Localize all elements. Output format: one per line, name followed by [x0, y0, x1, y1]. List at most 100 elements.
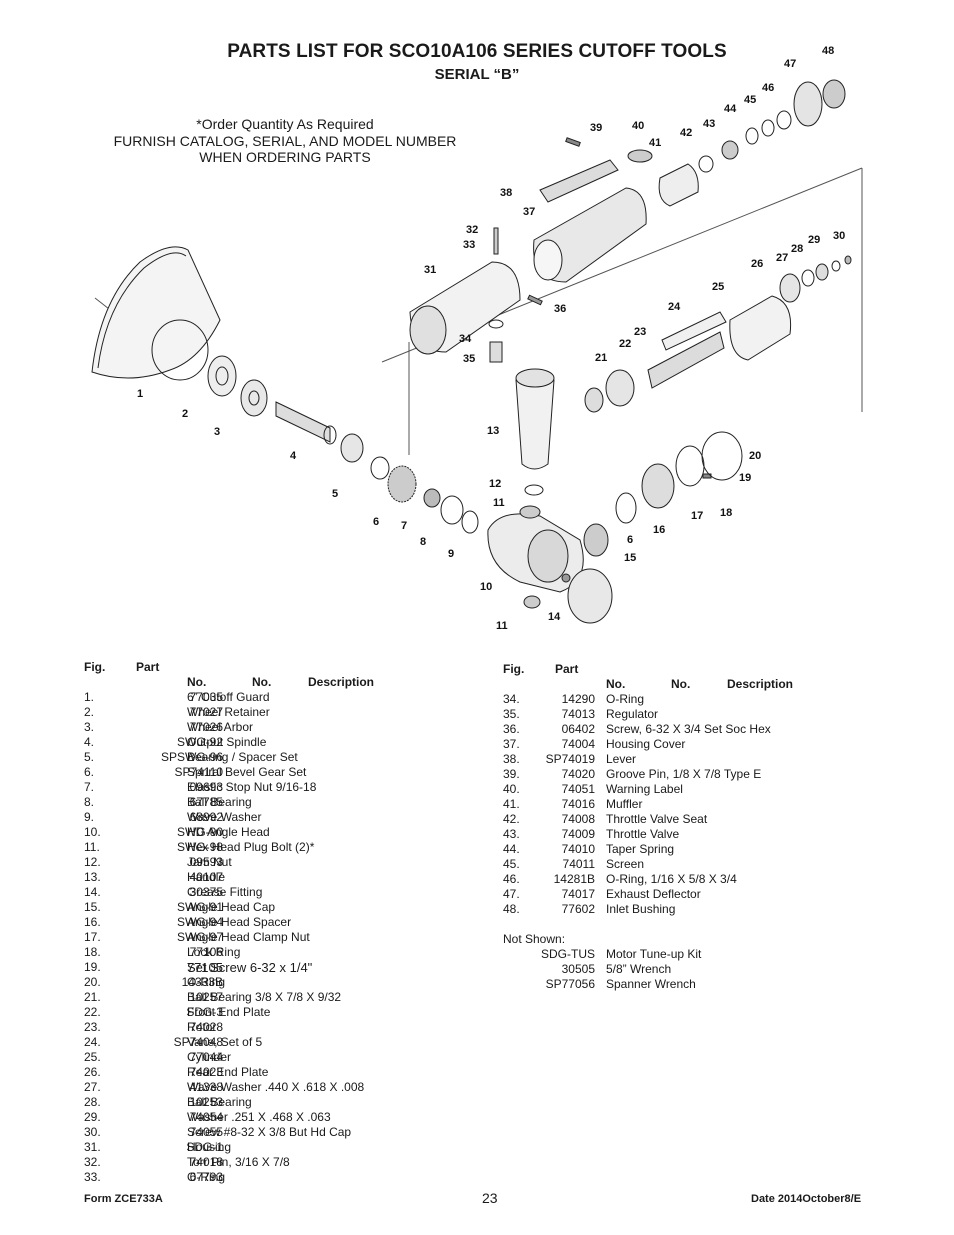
fig-number: 37.	[503, 737, 520, 751]
callout-label: 28	[791, 243, 803, 255]
wave-washer-shape	[801, 269, 815, 287]
part-description: Screw #8-32 X 3/8 But Hd Cap	[187, 1125, 352, 1139]
part-number: 77027	[189, 705, 223, 719]
callout-label: 41	[649, 137, 661, 149]
callout-label: 19	[739, 472, 751, 484]
callout-label: 14	[548, 611, 561, 623]
part-number: SP74048	[173, 1035, 223, 1049]
fig-number: 16.	[84, 915, 101, 929]
part-description: Ball Bearing	[187, 795, 252, 809]
fig-number: 23.	[84, 1020, 101, 1034]
part-number: 74055	[189, 1125, 223, 1139]
fig-number: 47.	[503, 887, 520, 901]
note-line: WHEN ORDERING PARTS	[199, 149, 371, 165]
header-fig: Fig.	[503, 662, 525, 676]
fig-number: 32.	[84, 1155, 101, 1169]
fig-number: 31.	[84, 1140, 101, 1154]
o-ring-shape	[488, 319, 504, 329]
fig-number: 3.	[84, 720, 95, 734]
bevel-gear-shape	[583, 523, 609, 557]
part-description: O-Ring	[606, 692, 645, 706]
spacer-shape	[370, 456, 390, 480]
part-description: Wave Washer	[187, 810, 262, 824]
cutoff-guard-shape	[91, 246, 221, 379]
part-number: 77105	[186, 960, 223, 975]
fig-number: 4.	[84, 735, 95, 749]
jam-nut-shape	[524, 484, 544, 496]
part-description: Angle Head Clamp Nut	[187, 930, 310, 944]
callout-label: 37	[523, 206, 535, 218]
header-no: No.	[606, 677, 626, 691]
part-number: 14333B	[181, 975, 223, 989]
part-description: Rear End Plate	[187, 1065, 269, 1079]
part-description: Throttle Valve	[606, 827, 680, 841]
part-number: 74008	[561, 812, 595, 826]
ball-bearing-shape	[440, 495, 464, 525]
lock-ring-shape	[675, 445, 705, 487]
fig-number: 26.	[84, 1065, 101, 1079]
callout-label: 43	[703, 118, 715, 130]
fig-number: 34.	[503, 692, 520, 706]
front-end-plate-shape	[605, 369, 635, 407]
part-description: Output Spindle	[187, 735, 267, 749]
vane-shape	[661, 311, 727, 351]
part-number: SDG-3	[186, 1005, 223, 1019]
part-number: 74020	[561, 767, 595, 781]
part-description: Wave Washer .440 X .618 X .008	[187, 1080, 365, 1094]
housing-cover-opening	[533, 239, 563, 281]
fig-number: 38.	[503, 752, 520, 766]
callout-label: 48	[822, 45, 834, 57]
part-number: SWG-97	[176, 930, 223, 944]
part-description: Jam Nut	[187, 855, 232, 869]
callout-label: 11	[496, 620, 508, 632]
part-description: Torr Pin, 3/16 X 7/8	[187, 1155, 290, 1169]
part-number: 41338	[189, 1080, 223, 1094]
part-number: 09693	[189, 780, 223, 794]
callout-label: 21	[595, 352, 607, 364]
header-no: No.	[671, 677, 691, 691]
groove-pin-shape	[565, 137, 581, 147]
callout-label: 35	[463, 353, 475, 365]
part-description: O-Ring, 1/16 X 5/8 X 3/4	[606, 872, 737, 886]
callout-label: 46	[762, 82, 774, 94]
cap-screw-shape	[844, 255, 852, 265]
front-bearing-shape	[584, 387, 604, 413]
wheel-arbor-shape	[240, 379, 268, 417]
part-description: 5/8” Wrench	[606, 962, 672, 976]
bevel-gear-shape	[387, 465, 417, 503]
screen-shape	[761, 119, 775, 137]
muffler-shape	[658, 163, 699, 207]
rear-bearing-shape	[815, 263, 829, 281]
fig-number: 22.	[84, 1005, 101, 1019]
part-description: O-Ring	[187, 1170, 226, 1184]
callout-label: 22	[619, 338, 631, 350]
warning-label-shape	[627, 149, 653, 163]
o-ring-shape	[776, 110, 792, 130]
throttle-valve-shape	[721, 140, 739, 160]
part-description: Exhaust Deflector	[606, 887, 701, 901]
fig-number: 7.	[84, 780, 95, 794]
callout-label: 30	[833, 230, 845, 242]
callout-label: 39	[590, 122, 602, 134]
part-number: 74009	[561, 827, 595, 841]
part-number: 09593	[189, 855, 223, 869]
fig-number: 29.	[84, 1110, 101, 1124]
part-number: 10253	[189, 1095, 223, 1109]
